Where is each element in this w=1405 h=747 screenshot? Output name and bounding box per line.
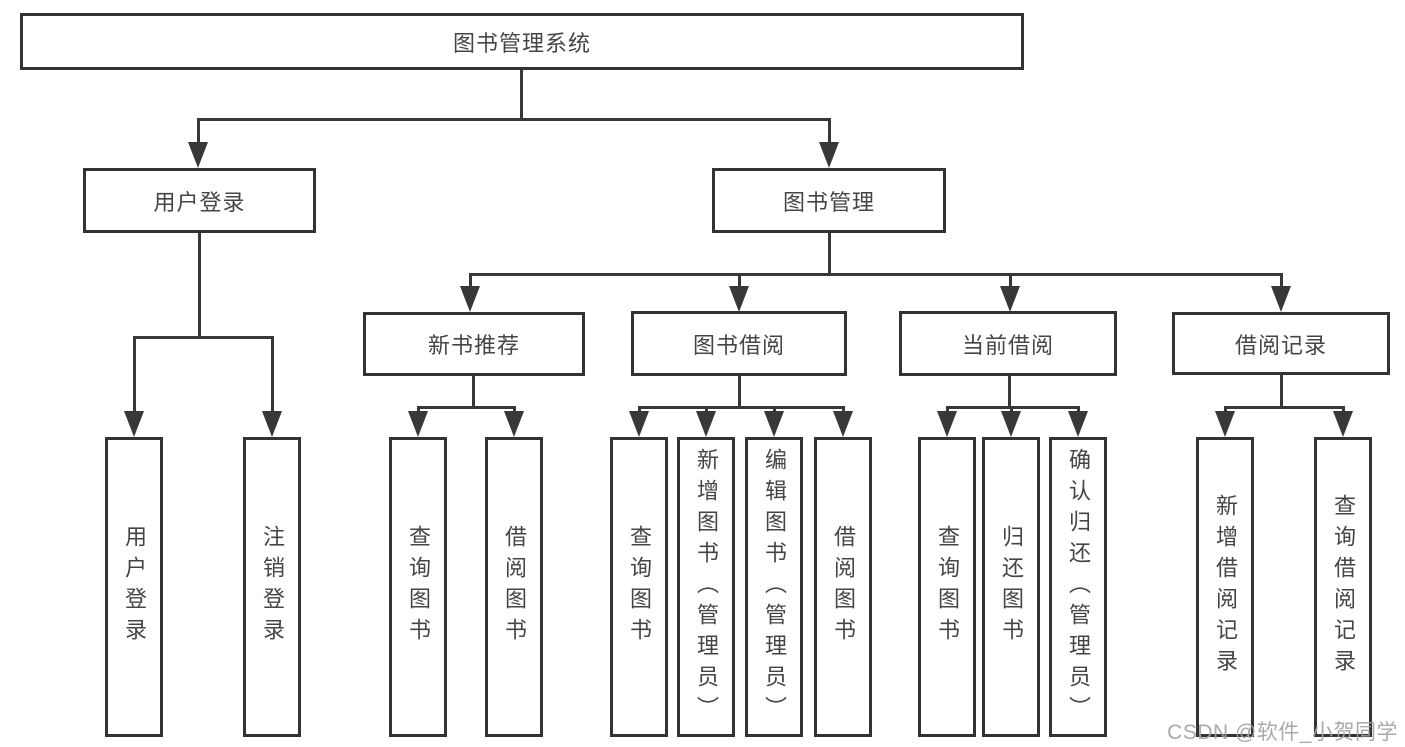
leaf-borrow-query-label: 查询图书 — [627, 525, 652, 649]
connector-root-stem — [520, 70, 523, 118]
leaf-borrow-edit-admin-label: 编辑图书（管理员） — [762, 447, 787, 727]
leaf-record-add: 新增借阅记录 — [1196, 437, 1254, 737]
leaf-borrow-query: 查询图书 — [610, 437, 668, 737]
node-book-management-label: 图书管理 — [782, 189, 875, 215]
connector-current-stem — [1008, 376, 1011, 406]
node-user-login-label: 用户登录 — [153, 189, 246, 215]
leaf-newbook-borrow: 借阅图书 — [485, 437, 543, 737]
connector-level3-bar — [469, 273, 1283, 276]
arrow-to-current-borrow — [1000, 273, 1021, 312]
arrow-to-new-book-recommend — [460, 273, 481, 312]
connector-newbook-stem — [472, 376, 475, 406]
leaf-borrow-book: 借阅图书 — [814, 437, 872, 737]
leaf-record-query: 查询借阅记录 — [1314, 437, 1372, 737]
arrow-to-borrow-query — [629, 406, 650, 437]
node-book-borrow: 图书借阅 — [631, 311, 847, 376]
arrow-to-record-query — [1333, 406, 1354, 437]
leaf-borrow-add-admin: 新增图书（管理员） — [677, 437, 735, 737]
arrow-to-newbook-borrow — [504, 406, 525, 437]
leaf-newbook-query-label: 查询图书 — [406, 525, 431, 649]
node-current-borrow: 当前借阅 — [899, 311, 1117, 376]
arrow-to-current-query — [937, 406, 958, 437]
connector-record-bar — [1224, 406, 1345, 409]
node-new-book-recommend-label: 新书推荐 — [427, 333, 520, 358]
node-borrow-record: 借阅记录 — [1172, 312, 1390, 375]
leaf-user-login: 用户登录 — [105, 437, 163, 737]
node-root-label: 图书管理系统 — [452, 30, 591, 56]
connector-level2-bar — [197, 118, 831, 121]
leaf-current-return-label: 归还图书 — [999, 525, 1024, 649]
arrow-to-borrow-edit — [764, 406, 785, 437]
node-root: 图书管理系统 — [20, 13, 1024, 70]
arrow-to-current-return — [1001, 406, 1022, 437]
leaf-record-query-label: 查询借阅记录 — [1331, 494, 1356, 680]
arrow-to-current-confirm — [1068, 406, 1089, 437]
arrow-to-leaf-logout — [262, 336, 283, 437]
connector-bookborrow-stem — [738, 376, 741, 406]
arrow-to-leaf-user-login — [124, 336, 145, 437]
leaf-user-login-label: 用户登录 — [122, 525, 147, 649]
node-current-borrow-label: 当前借阅 — [961, 332, 1054, 358]
arrow-to-borrow-book — [833, 406, 854, 437]
connector-user-bar — [133, 336, 274, 339]
connector-bookborrow-bar — [638, 406, 845, 409]
leaf-newbook-query: 查询图书 — [389, 437, 447, 737]
leaf-borrow-edit-admin: 编辑图书（管理员） — [745, 437, 803, 737]
leaf-borrow-add-admin-label: 新增图书（管理员） — [694, 447, 719, 727]
connector-bookmgmt-stem — [828, 233, 831, 273]
connector-user-stem — [198, 233, 201, 336]
arrow-to-user-login — [188, 118, 209, 168]
leaf-logout-label: 注销登录 — [260, 525, 285, 649]
leaf-current-query: 查询图书 — [918, 437, 976, 737]
leaf-record-add-label: 新增借阅记录 — [1213, 494, 1238, 680]
leaf-current-confirm-admin-label: 确认归还（管理员） — [1066, 447, 1091, 727]
connector-newbook-bar — [417, 406, 516, 409]
node-book-management: 图书管理 — [712, 168, 946, 233]
leaf-current-query-label: 查询图书 — [935, 525, 960, 649]
csdn-watermark: CSDN @软件_小贺同学 — [1167, 721, 1398, 744]
connector-current-bar — [946, 406, 1080, 409]
leaf-newbook-borrow-label: 借阅图书 — [502, 525, 527, 649]
node-user-login: 用户登录 — [83, 168, 316, 233]
node-new-book-recommend: 新书推荐 — [363, 312, 585, 376]
arrow-to-borrow-record — [1271, 273, 1292, 312]
arrow-to-borrow-add — [696, 406, 717, 437]
leaf-current-return: 归还图书 — [982, 437, 1040, 737]
connector-record-stem — [1280, 375, 1283, 406]
arrow-to-newbook-query — [408, 406, 429, 437]
leaf-borrow-book-label: 借阅图书 — [831, 525, 856, 649]
node-borrow-record-label: 借阅记录 — [1234, 332, 1327, 358]
arrow-to-book-management — [819, 118, 840, 168]
arrow-to-record-add — [1215, 406, 1236, 437]
leaf-current-confirm-admin: 确认归还（管理员） — [1049, 437, 1107, 737]
leaf-logout: 注销登录 — [243, 437, 301, 737]
node-book-borrow-label: 图书借阅 — [692, 332, 785, 358]
arrow-to-book-borrow — [729, 273, 750, 312]
